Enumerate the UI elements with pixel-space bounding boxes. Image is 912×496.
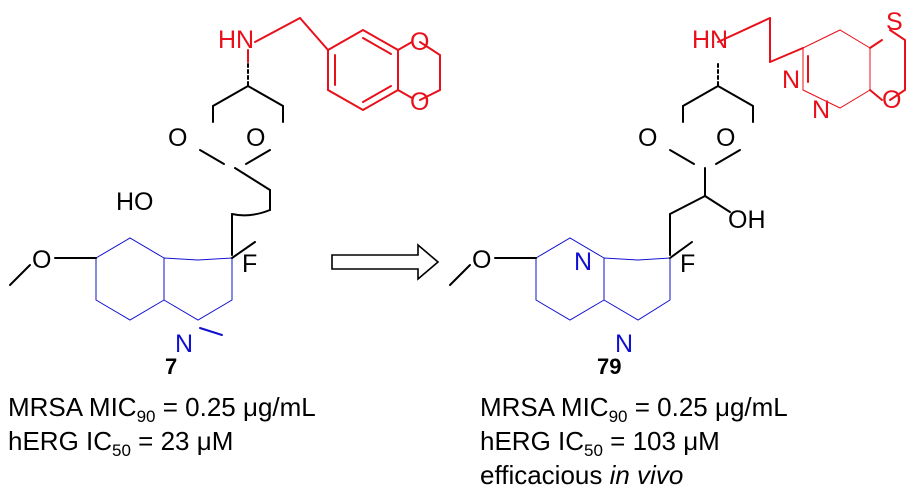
dioxane-ring-right [669, 63, 754, 256]
o-ring-2-right: O [716, 124, 735, 152]
nh-atom-left: HN [218, 26, 254, 54]
o-dioxane-1-left: O [410, 28, 429, 56]
benzodioxane-red [247, 17, 441, 112]
n-quinoline-left: N [175, 330, 193, 358]
o-oxathiane-right: O [882, 86, 901, 114]
n-pyridazine-2-right: N [812, 96, 830, 124]
n-naphthyridine-2-right: N [615, 330, 633, 358]
n-pyridazine-1-right: N [782, 66, 800, 94]
o-dioxane-2-left: O [410, 88, 429, 116]
compound-number-7: 7 [165, 354, 177, 379]
o-ring-1-left: O [168, 124, 187, 152]
pyridazine-red [717, 17, 906, 109]
o-methoxy-right: O [472, 246, 491, 274]
ho-atom-left: HO [116, 188, 154, 216]
dioxane-ring-left [199, 63, 284, 256]
o-ring-2-left: O [246, 124, 265, 152]
s-atom-right: S [886, 8, 903, 36]
o-methoxy-left: O [32, 246, 51, 274]
o-ring-1-right: O [638, 124, 657, 152]
oh-atom-right: OH [728, 206, 766, 234]
naphthyridine-blue [449, 237, 693, 321]
f-atom-left: F [242, 250, 257, 278]
molecule-7: HN O O O O HO O F N [9, 17, 441, 358]
quinoline-blue [9, 237, 256, 336]
n-naphthyridine-1-right: N [574, 248, 592, 276]
efficacy-note-right: efficacious in vivo [480, 460, 683, 490]
molecule-79: HN S O N N O O OH O N F N [449, 8, 906, 358]
herg-label-left: hERG IC50 = 23 μM [8, 426, 233, 460]
nh-atom-right: HN [692, 26, 728, 54]
compound-number-79: 79 [597, 354, 621, 379]
f-atom-right: F [680, 250, 695, 278]
transformation-arrow [331, 243, 440, 281]
mrsa-label-right: MRSA MIC90 = 0.25 μg/mL [480, 392, 788, 426]
mrsa-label-left: MRSA MIC90 = 0.25 μg/mL [8, 392, 316, 426]
herg-label-right: hERG IC50 = 103 μM [480, 426, 720, 460]
